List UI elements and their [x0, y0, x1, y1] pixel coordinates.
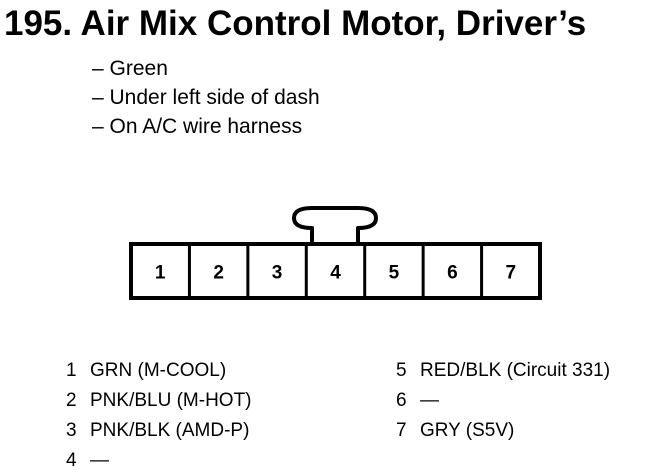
- pin-3-label: 3: [272, 263, 283, 284]
- note-location: – Under left side of dash: [92, 86, 320, 109]
- connector-lock-tab: [292, 206, 378, 244]
- pinout-row: 7 GRY (S5V): [396, 416, 610, 446]
- pin-number: 7: [396, 420, 407, 441]
- pin-number: 2: [66, 390, 77, 411]
- pin-description: PNK/BLU (M-HOT): [90, 390, 252, 411]
- connector-pins: 1 2 3 4 5 6 7: [155, 244, 516, 298]
- pin-description: RED/BLK (Circuit 331): [420, 360, 611, 381]
- pin-5-label: 5: [389, 263, 400, 284]
- note-color: – Green: [92, 57, 168, 80]
- connector-body: [129, 242, 542, 300]
- pin-description: GRN (M-COOL): [90, 360, 227, 381]
- pinout-row: 1 GRN (M-COOL): [66, 356, 252, 386]
- pin-7-label: 7: [505, 263, 516, 284]
- connector-notes: – Green – Under left side of dash – On A…: [92, 54, 320, 141]
- note-harness: – On A/C wire harness: [92, 115, 303, 138]
- pinout-list-left: 1 GRN (M-COOL) 2 PNK/BLU (M-HOT) 3 PNK/BLK …: [66, 356, 252, 476]
- pin-6-label: 6: [447, 263, 458, 284]
- pin-description: —: [90, 450, 109, 471]
- pin-description: PNK/BLK (AMD-P): [90, 420, 250, 441]
- pinout-row: 2 PNK/BLU (M-HOT): [66, 386, 252, 416]
- pinout-row: 3 PNK/BLK (AMD-P): [66, 416, 252, 446]
- pin-description: GRY (S5V): [420, 420, 515, 441]
- pin-number: 5: [396, 360, 407, 381]
- pin-number: 3: [66, 420, 77, 441]
- pin-number: 1: [66, 360, 77, 381]
- page-title: 195. Air Mix Control Motor, Driver’s: [4, 4, 587, 43]
- pin-2-label: 2: [213, 263, 224, 284]
- pin-description: —: [420, 390, 439, 411]
- pin-number: 6: [396, 390, 407, 411]
- pin-number: 4: [66, 450, 77, 471]
- pinout-row: 4—: [66, 446, 252, 476]
- pin-4-label: 4: [330, 263, 341, 284]
- pin-1-label: 1: [155, 263, 166, 284]
- pinout-row: 6—: [396, 386, 610, 416]
- pinout-row: 5 RED/BLK (Circuit 331): [396, 356, 610, 386]
